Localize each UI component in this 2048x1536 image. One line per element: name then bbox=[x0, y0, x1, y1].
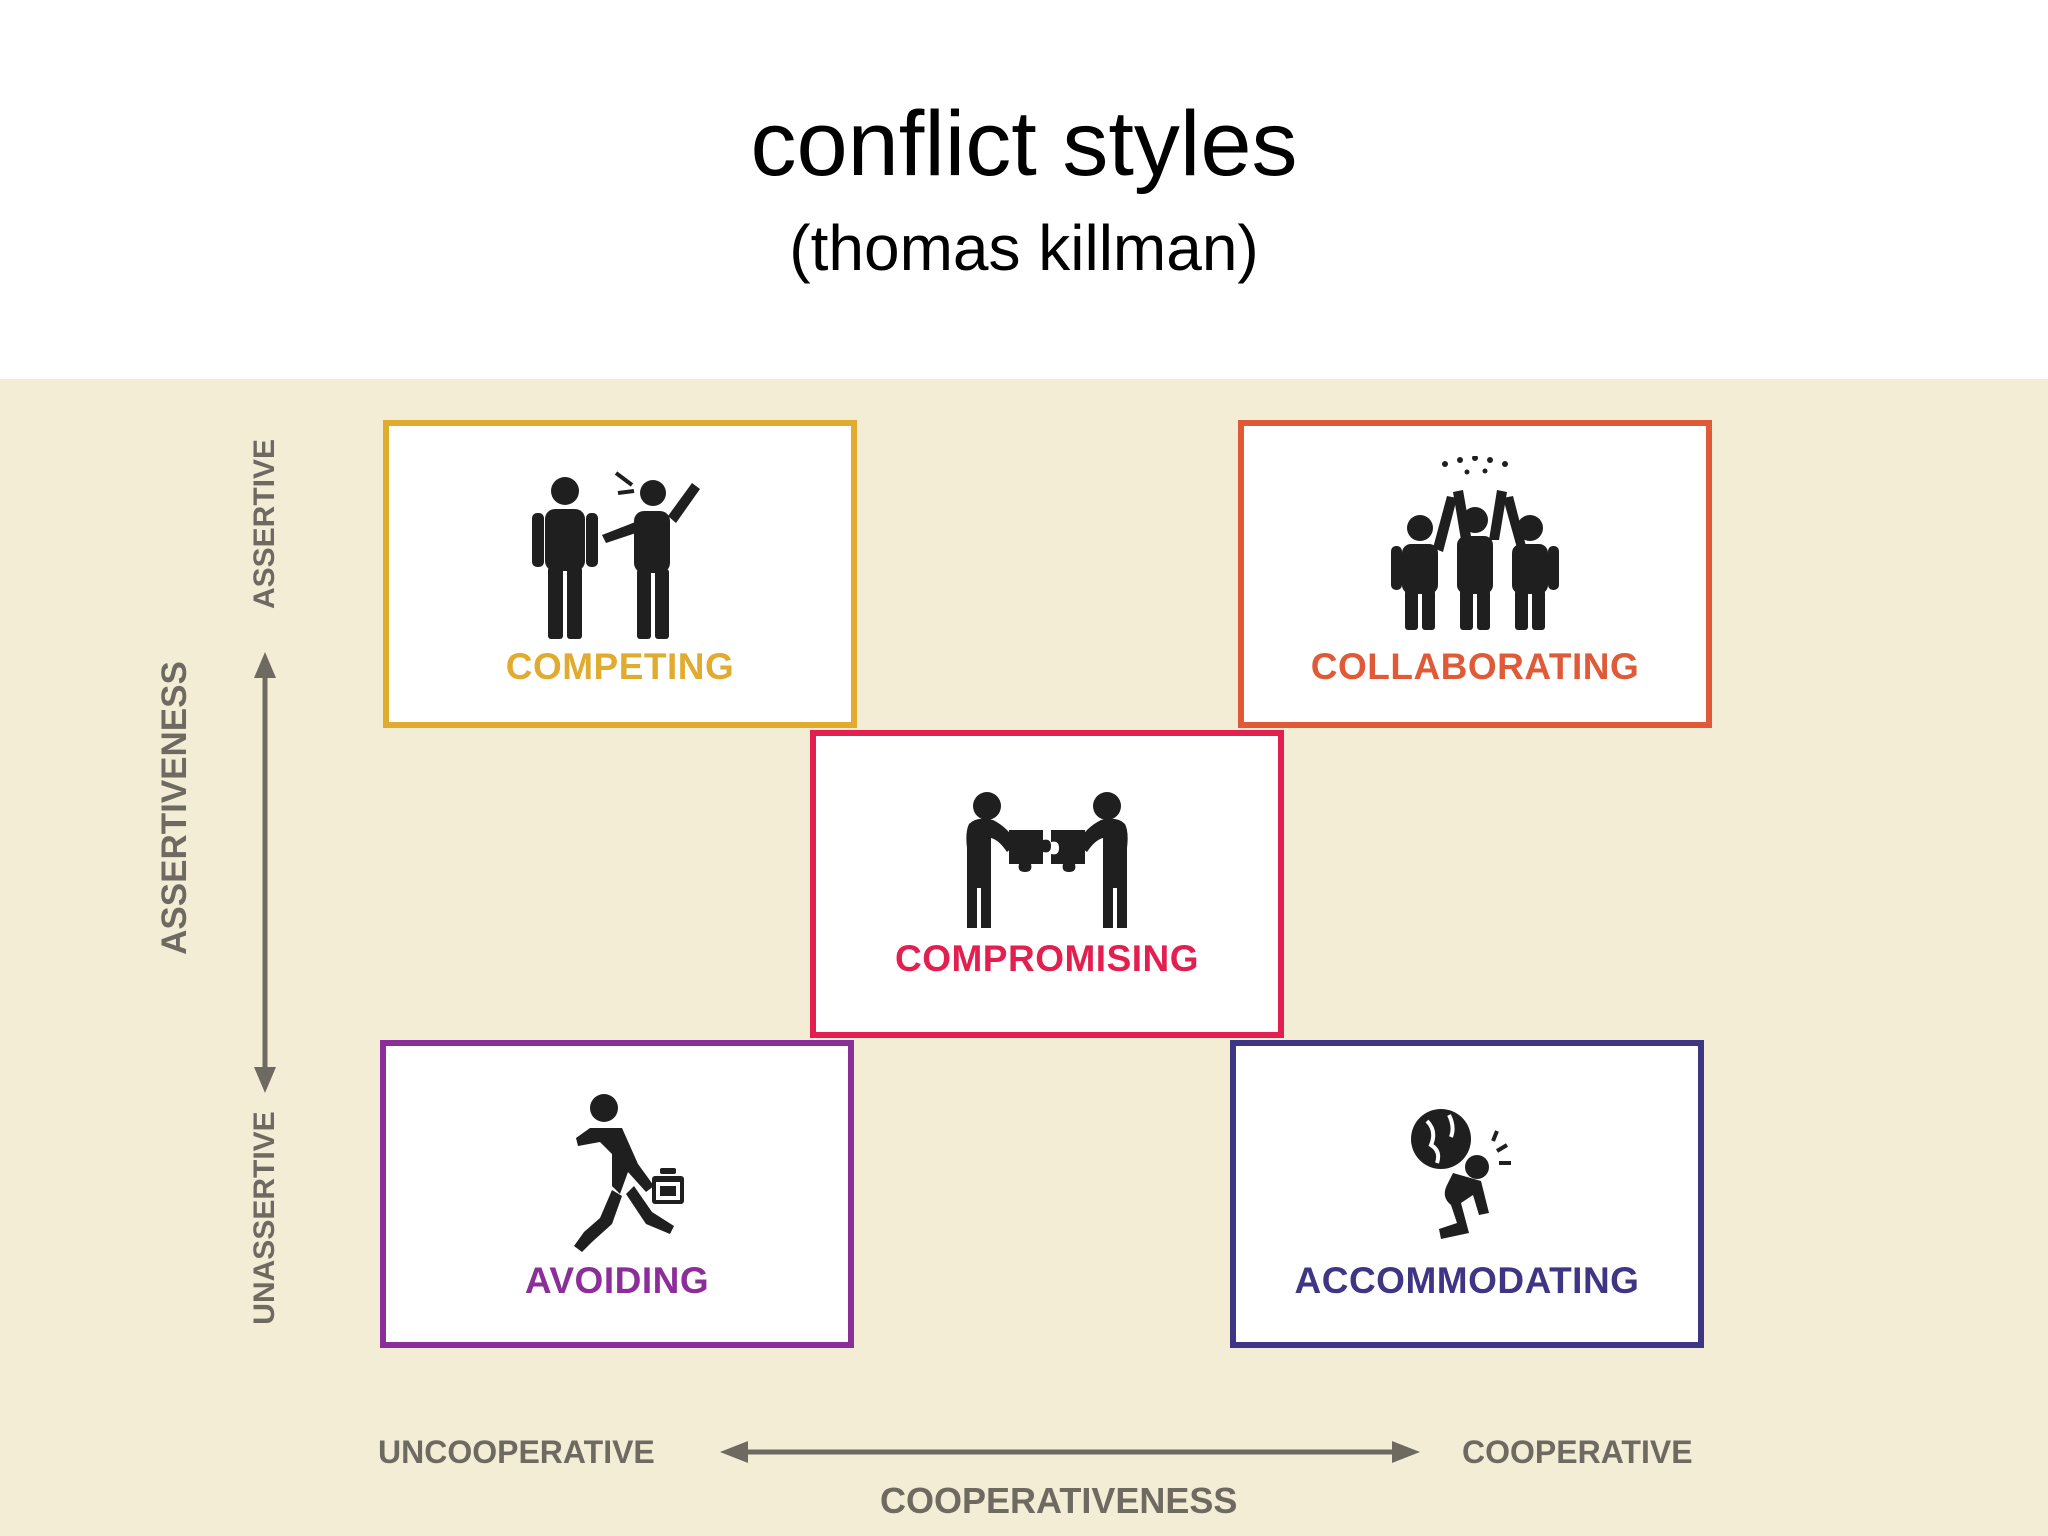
cooperativeness-axis-label: COOPERATIVENESS bbox=[880, 1480, 1238, 1521]
assertive-label: ASSERTIVE bbox=[248, 438, 281, 610]
accommodating-box: ACCOMMODATING bbox=[1230, 1040, 1704, 1348]
two-people-arguing-icon bbox=[532, 471, 700, 639]
avoiding-label: AVOIDING bbox=[524, 1260, 710, 1301]
cooperative-label: COOPERATIVE bbox=[1462, 1434, 1693, 1470]
compromising-label: COMPROMISING bbox=[894, 938, 1200, 979]
group-high-five-icon bbox=[1391, 456, 1559, 630]
avoiding-box: AVOIDING bbox=[380, 1040, 854, 1348]
uncooperative-label: UNCOOPERATIVE bbox=[378, 1434, 655, 1470]
assertiveness-axis-label: ASSERTIVENESS bbox=[155, 661, 194, 955]
unassertive-label: UNASSERTIVE bbox=[248, 1111, 281, 1325]
accommodating-label: ACCOMMODATING bbox=[1294, 1260, 1640, 1301]
compromising-box: COMPROMISING bbox=[810, 730, 1284, 1038]
carrying-globe-icon bbox=[1411, 1109, 1511, 1239]
horizontal-axis-arrow bbox=[720, 1441, 1420, 1463]
collaborating-label: COLLABORATING bbox=[1310, 646, 1640, 687]
page-subtitle: (thomas killman) bbox=[789, 212, 1259, 284]
vertical-axis-arrow bbox=[254, 652, 276, 1093]
puzzle-pieces-icon bbox=[966, 792, 1128, 928]
running-person-icon bbox=[574, 1094, 684, 1252]
page-title: conflict styles bbox=[750, 93, 1298, 195]
collaborating-box: COLLABORATING bbox=[1238, 420, 1712, 728]
competing-box: COMPETING bbox=[383, 420, 857, 728]
competing-label: COMPETING bbox=[505, 646, 735, 687]
